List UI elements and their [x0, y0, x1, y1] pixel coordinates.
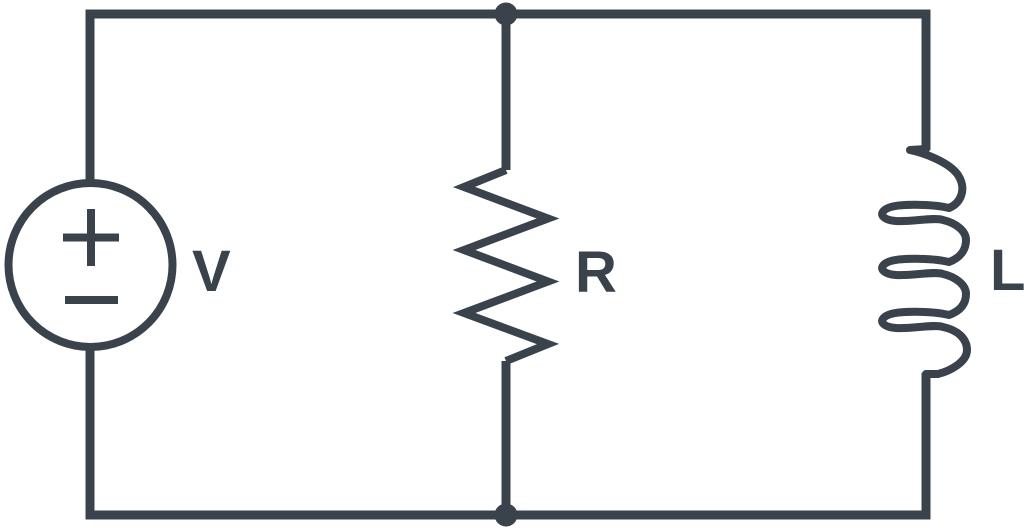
junction-dot-top: [494, 2, 518, 26]
junction-dot-bottom: [494, 503, 518, 527]
resistor-zigzag: [452, 166, 560, 365]
resistor-label: R: [575, 240, 617, 305]
inductor: L: [878, 145, 1024, 378]
plus-icon: [63, 209, 119, 266]
voltage-source: V: [4, 179, 231, 351]
resistor: R: [452, 166, 617, 365]
inductor-coil: [878, 145, 971, 378]
inductor-label: L: [990, 238, 1024, 303]
voltage-source-label: V: [192, 239, 231, 304]
voltage-source-circle: [4, 179, 177, 351]
